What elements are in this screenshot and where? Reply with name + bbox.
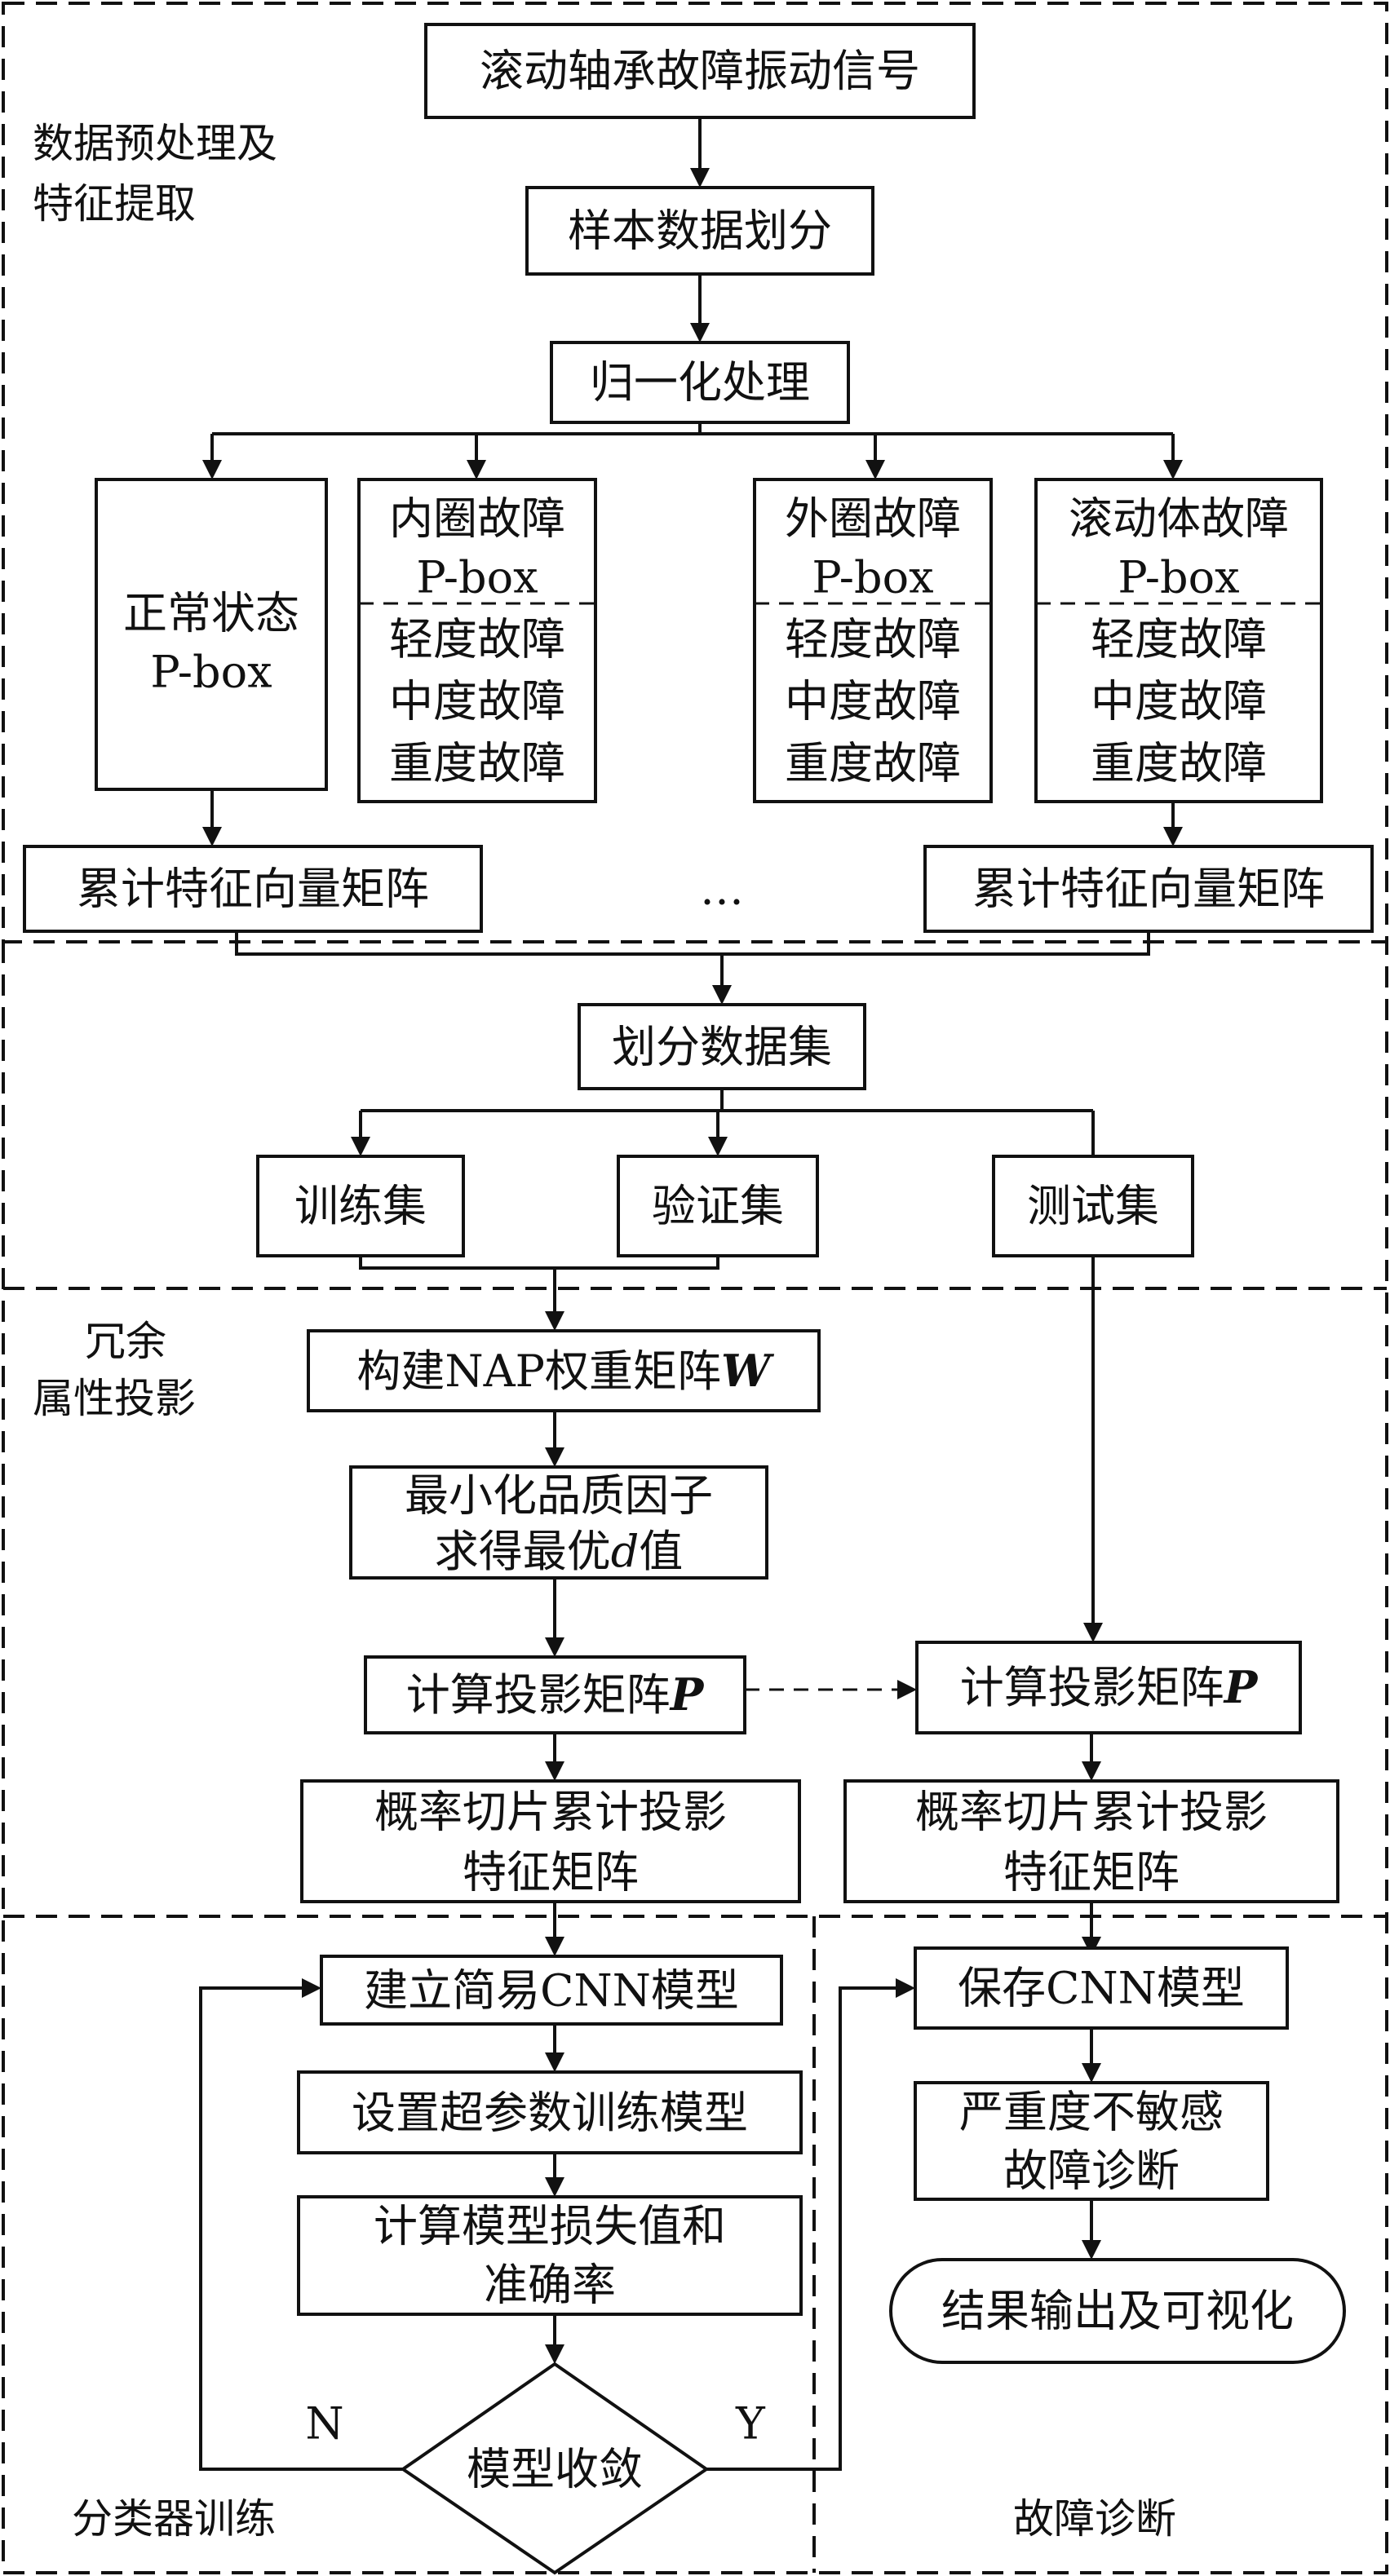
- section-label-projection-2: 属性投影: [33, 1375, 196, 1422]
- node-build-cnn-label: 建立简易CNN模型: [364, 1965, 739, 2017]
- node-train: 训练集: [256, 1155, 465, 1257]
- node-outer-label-1: 外圈故障: [785, 493, 961, 545]
- node-min-quality: 最小化品质因子 求得最优d值: [349, 1465, 768, 1580]
- section-label-preprocess: 数据预处理及: [33, 120, 277, 167]
- node-roller-label-1: 滚动体故障: [1069, 493, 1289, 545]
- node-inner-label-1: 内圈故障: [389, 493, 565, 545]
- node-test: 测试集: [992, 1155, 1194, 1257]
- node-valid-label: 验证集: [652, 1181, 784, 1232]
- node-inner-sev-light: 轻度故障: [389, 614, 565, 665]
- node-proj-right: 计算投影矩阵P: [915, 1641, 1302, 1734]
- node-output: 结果输出及可视化: [889, 2258, 1346, 2364]
- node-roller-sev-mid: 中度故障: [1091, 676, 1267, 727]
- node-hyperparams: 设置超参数训练模型: [297, 2070, 803, 2154]
- section-label-projection: 冗余: [85, 1318, 166, 1365]
- node-min-quality-label-1: 最小化品质因子: [405, 1470, 713, 1522]
- node-loss-acc: 计算模型损失值和 准确率: [297, 2195, 803, 2316]
- node-roller-sev-light: 轻度故障: [1091, 614, 1267, 665]
- node-output-label: 结果输出及可视化: [941, 2286, 1294, 2337]
- node-normal-label-2: P-box: [150, 647, 272, 698]
- node-converge-decision: 模型收敛: [400, 2362, 710, 2575]
- node-slice-left-label-1: 概率切片累计投影: [374, 1787, 727, 1838]
- node-cum-matrix-left-label: 累计特征向量矩阵: [77, 864, 429, 915]
- node-signal-label: 滚动轴承故障振动信号: [480, 46, 920, 97]
- node-nap-matrix-label: 构建NAP权重矩阵W: [356, 1345, 775, 1397]
- node-roller-pbox: 滚动体故障 P-box 轻度故障 中度故障 重度故障: [1034, 478, 1323, 803]
- node-split-dataset-label: 划分数据集: [612, 1022, 832, 1073]
- node-train-label: 训练集: [294, 1181, 427, 1232]
- node-normalize-label: 归一化处理: [590, 357, 810, 409]
- branch-label-yes: Y: [735, 2398, 766, 2450]
- ellipsis: …: [700, 864, 744, 915]
- node-converge-label: 模型收敛: [467, 2444, 643, 2495]
- section-label-preprocess-2: 特征提取: [33, 180, 196, 228]
- connectors: [199, 117, 1175, 2471]
- node-test-label: 测试集: [1027, 1181, 1159, 1232]
- node-slice-right-label-2: 特征矩阵: [1003, 1847, 1180, 1898]
- node-split-dataset: 划分数据集: [578, 1003, 866, 1090]
- node-cum-matrix-right: 累计特征向量矩阵: [923, 845, 1374, 933]
- node-normal-pbox: 正常状态 P-box: [95, 478, 328, 791]
- node-min-quality-label-2: 求得最优d值: [435, 1526, 684, 1577]
- branch-label-no: N: [305, 2398, 343, 2450]
- node-roller-sev-heavy: 重度故障: [1091, 738, 1267, 789]
- node-inner-label-2: P-box: [416, 552, 538, 603]
- node-normal-label-1: 正常状态: [123, 588, 299, 639]
- node-inner-sev-mid: 中度故障: [389, 676, 565, 727]
- node-signal: 滚动轴承故障振动信号: [424, 23, 976, 119]
- node-valid: 验证集: [617, 1155, 819, 1257]
- node-outer-sev-heavy: 重度故障: [785, 738, 961, 789]
- node-inner-pbox: 内圈故障 P-box 轻度故障 中度故障 重度故障: [357, 478, 597, 803]
- node-loss-acc-label-1: 计算模型损失值和: [374, 2201, 726, 2252]
- node-split-samples-label: 样本数据划分: [568, 205, 832, 257]
- node-save-cnn: 保存CNN模型: [914, 1946, 1289, 2030]
- node-proj-right-label: 计算投影矩阵P: [960, 1661, 1259, 1713]
- node-nap-matrix: 构建NAP权重矩阵W: [307, 1329, 821, 1412]
- node-inner-sev-heavy: 重度故障: [389, 738, 565, 789]
- node-cum-matrix-left: 累计特征向量矩阵: [23, 845, 483, 933]
- section-label-classifier: 分类器训练: [72, 2495, 276, 2543]
- node-build-cnn: 建立简易CNN模型: [320, 1955, 783, 2026]
- section-label-diagnosis: 故障诊断: [1013, 2495, 1176, 2543]
- node-insensitive-label-1: 严重度不敏感: [959, 2087, 1224, 2138]
- node-loss-acc-label-2: 准确率: [484, 2260, 616, 2311]
- node-proj-left-label: 计算投影矩阵P: [406, 1668, 705, 1721]
- node-proj-left: 计算投影矩阵P: [364, 1655, 746, 1734]
- node-cum-matrix-right-label: 累计特征向量矩阵: [972, 864, 1325, 915]
- node-roller-label-2: P-box: [1118, 552, 1239, 603]
- node-outer-pbox: 外圈故障 P-box 轻度故障 中度故障 重度故障: [753, 478, 993, 803]
- node-hyperparams-label: 设置超参数训练模型: [352, 2088, 748, 2139]
- node-slice-right-label-1: 概率切片累计投影: [915, 1787, 1268, 1838]
- node-save-cnn-label: 保存CNN模型: [958, 1963, 1245, 2014]
- node-outer-label-2: P-box: [812, 552, 933, 603]
- node-slice-left-label-2: 特征矩阵: [463, 1847, 639, 1898]
- node-insensitive-diagnosis: 严重度不敏感 故障诊断: [914, 2081, 1269, 2201]
- node-insensitive-label-2: 故障诊断: [1003, 2145, 1180, 2197]
- node-normalize: 归一化处理: [550, 341, 850, 424]
- node-slice-left: 概率切片累计投影 特征矩阵: [300, 1779, 801, 1903]
- arrowheads: [202, 168, 1183, 2364]
- node-split-samples: 样本数据划分: [525, 186, 874, 276]
- node-outer-sev-mid: 中度故障: [785, 676, 961, 727]
- node-outer-sev-light: 轻度故障: [785, 614, 961, 665]
- node-slice-right: 概率切片累计投影 特征矩阵: [843, 1779, 1339, 1903]
